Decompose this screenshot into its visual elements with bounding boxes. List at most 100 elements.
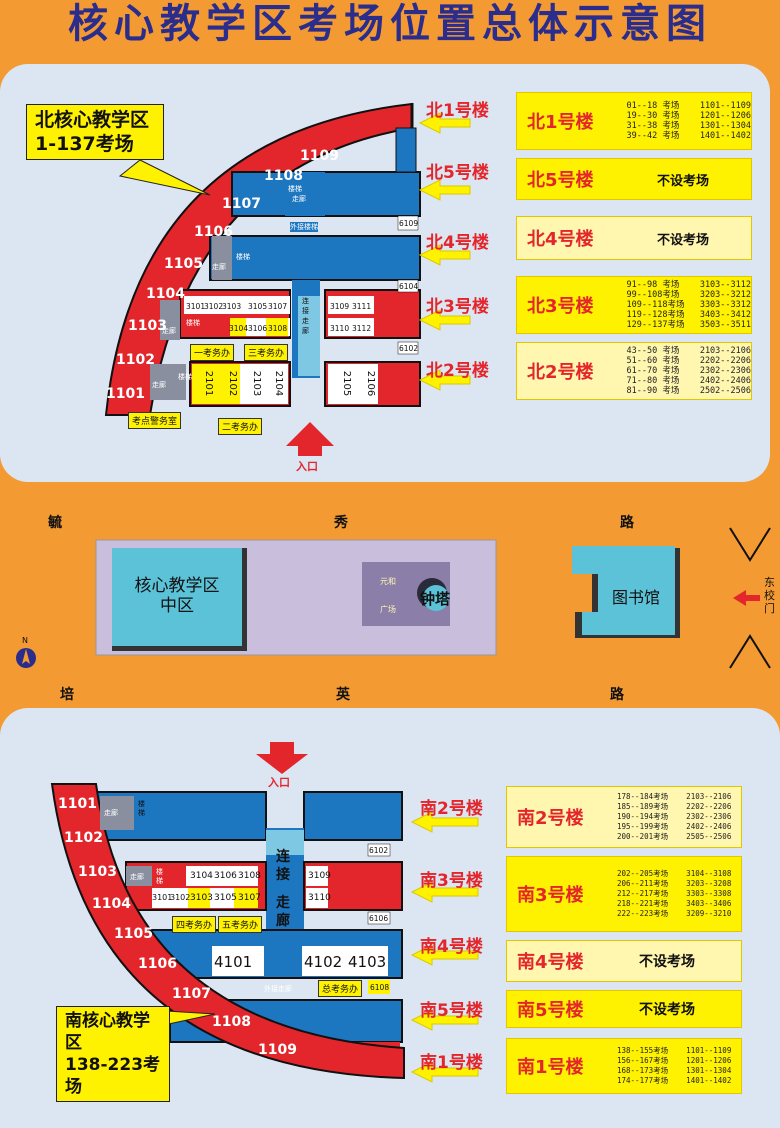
room-label: 3103: [190, 893, 213, 903]
arrow-icon: [410, 811, 479, 833]
info-box-north-3: 北3号楼 91--98 考场 3103--3112 99--108考场 3203…: [516, 276, 752, 334]
north-callout-line2: 1-137考场: [35, 133, 134, 155]
room-label: 3104: [190, 871, 213, 881]
info-box-name: 北5号楼: [527, 170, 594, 191]
room-label: 2103: [251, 370, 263, 397]
stair-label: 楼梯: [178, 373, 192, 381]
north-mark-label: N: [22, 636, 28, 645]
south-entrance-arrow: [256, 742, 308, 774]
info-box-name: 南5号楼: [517, 1000, 584, 1021]
no-exam-text: 不设考场: [639, 1002, 695, 1018]
room-label: 3102: [170, 893, 191, 902]
building-label-north-5: 北5号楼: [426, 163, 489, 183]
security-room: 考点警务室: [128, 412, 182, 429]
library-block: [572, 546, 675, 635]
square-label-2: 广场: [380, 605, 396, 614]
room-label: 3108: [268, 324, 288, 333]
floor-label: 1101: [58, 796, 97, 812]
info-box-south-3: 南3号楼 202--205考场 3104--3108 206--211考场 32…: [506, 856, 742, 932]
south-building-1-arc: [50, 783, 405, 1080]
square-label-1: 元和: [380, 577, 396, 586]
room-label: 6102: [369, 846, 389, 855]
north-entrance-label: 入口: [296, 460, 318, 473]
exam-office-5: 五考务办: [218, 916, 263, 933]
info-box-north-5: 北5号楼 不设考场: [516, 158, 752, 200]
room-label: 2101: [203, 370, 215, 397]
info-box-north-4: 北4号楼 不设考场: [516, 216, 752, 260]
road-name-char: 路: [620, 515, 634, 531]
east-gate-label: 东校门: [764, 576, 775, 615]
arrow-icon: [418, 112, 471, 134]
south-entrance-label: 入口: [268, 776, 290, 789]
exam-office-main: 总考务办: [318, 980, 363, 997]
info-box-south-4: 南4号楼 不设考场: [506, 940, 742, 982]
room-label: 3110: [308, 893, 331, 903]
arrow-icon: [418, 244, 471, 266]
room-label: 3112: [352, 324, 372, 333]
room-label: 3101: [186, 302, 206, 311]
floor-label: 1107: [172, 986, 211, 1002]
clock-tower-icon: [423, 585, 449, 611]
floor-label: 1106: [194, 224, 233, 240]
floor-label: 1109: [300, 148, 339, 164]
info-box-name: 北2号楼: [527, 362, 594, 383]
corridor-label: 走廊: [152, 381, 166, 389]
info-box-south-1: 南1号楼 138--155考场 1101--1109 156--167考场 12…: [506, 1038, 742, 1094]
room-label: 3107: [238, 893, 261, 903]
room-label: 6108: [370, 983, 390, 992]
no-exam-text: 不设考场: [657, 232, 710, 248]
arrow-icon: [418, 179, 471, 201]
info-box-south-2: 南2号楼 178--184考场 2103--2106 185--189考场 22…: [506, 786, 742, 848]
room-label: 3107: [268, 302, 288, 311]
building-label-north-4: 北4号楼: [426, 233, 489, 253]
library-label: 图书馆: [612, 588, 661, 607]
corridor-label: 走廊: [162, 327, 176, 335]
no-exam-text: 不设考场: [639, 954, 695, 970]
stair-label: 楼梯: [236, 253, 250, 261]
east-gate-arrow-icon: [733, 590, 760, 606]
room-label: 2106: [365, 370, 377, 397]
exam-office-3: 三考务办: [244, 344, 289, 361]
floor-label: 1102: [116, 352, 155, 368]
floor-label: 1105: [114, 926, 153, 942]
arrow-icon: [410, 1009, 479, 1031]
north-building-5: [231, 171, 421, 217]
building-label-north-3: 北3号楼: [426, 297, 489, 317]
arrow-icon: [410, 1061, 479, 1083]
building-label-south-5: 南5号楼: [420, 1001, 483, 1021]
road-name-char: 路: [610, 687, 624, 703]
arrow-icon: [410, 944, 479, 966]
room-label: 2105: [341, 370, 353, 397]
room-label: 4103: [348, 953, 387, 971]
room-label: 2102: [227, 370, 239, 397]
arrow-icon: [418, 369, 471, 391]
room-label: 3110: [330, 324, 350, 333]
stair-label: 楼梯: [156, 868, 163, 885]
north-building-4: [209, 235, 421, 281]
floor-label: 1106: [138, 956, 177, 972]
building-label-north-1: 北1号楼: [426, 101, 489, 121]
road-name-char: 培: [60, 687, 74, 703]
info-box-name: 北1号楼: [527, 112, 594, 133]
link-label-char: 廊: [276, 913, 290, 929]
floor-label: 1107: [222, 196, 261, 212]
floor-label: 1105: [164, 256, 203, 272]
road-name-char: 秀: [334, 515, 348, 531]
exam-office-4: 四考务办: [172, 916, 217, 933]
link-label-char: 走: [276, 895, 290, 911]
floor-label: 1104: [146, 286, 185, 302]
building-label-north-2: 北2号楼: [426, 361, 489, 381]
floor-label: 1102: [64, 830, 103, 846]
floor-label: 1103: [78, 864, 117, 880]
room-label: 3106: [214, 871, 237, 881]
clock-tower-label: 钟塔: [420, 590, 451, 608]
room-label: 6106: [369, 914, 389, 923]
south-callout-line2: 138-223考场: [65, 1055, 161, 1097]
room-label: 4101: [214, 953, 253, 971]
info-box-name: 北3号楼: [527, 296, 594, 317]
exam-office-1: 一考务办: [190, 344, 235, 361]
room-label: 3101: [152, 893, 173, 902]
floor-label: 1108: [264, 168, 303, 184]
arrow-icon: [410, 881, 479, 903]
corridor-label: 走廊: [212, 263, 226, 271]
